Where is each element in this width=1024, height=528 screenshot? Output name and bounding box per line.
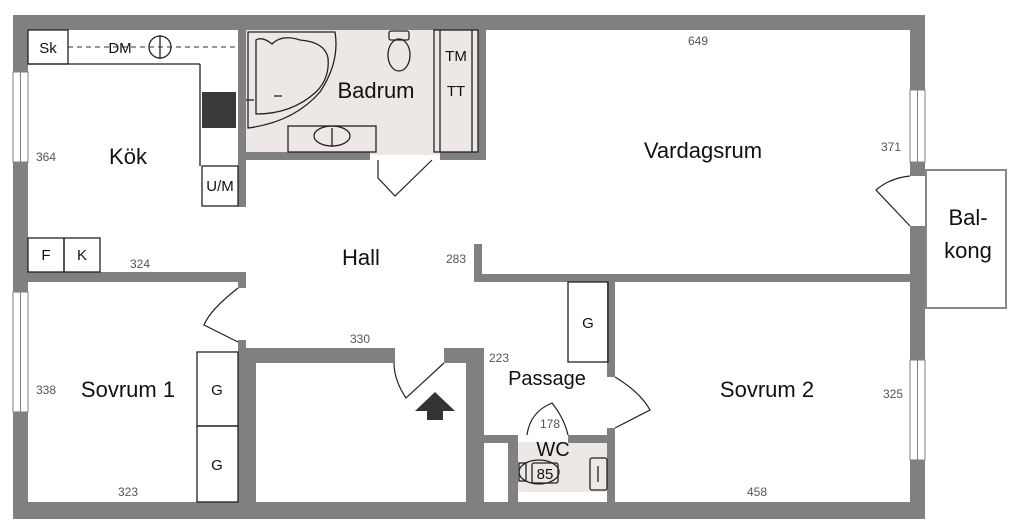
- dim-kok-width: 324: [130, 257, 150, 271]
- fixture-dm: DM: [108, 40, 131, 57]
- wall-sovrum1-right: [238, 340, 246, 502]
- badrum-floor: [245, 30, 480, 155]
- um-appliance: [201, 165, 239, 207]
- dim-hall-depth: 283: [446, 252, 466, 266]
- door-swing-vardagsrum: [875, 175, 911, 227]
- fixture-f: F: [41, 247, 50, 264]
- wc-badge-box: [531, 462, 559, 484]
- wall-vardagsrum-hall-vertical: [474, 244, 482, 282]
- sink-icon: [148, 35, 172, 59]
- wall-vardagsrum-bottom: [474, 274, 910, 282]
- door-swing-sovrum2: [614, 376, 651, 429]
- wall-sovrum2-left-lower: [607, 428, 615, 502]
- door-swing-entrance: [393, 362, 445, 399]
- wc-sink-icon: [589, 457, 608, 491]
- dim-passage-width: 223: [489, 351, 509, 365]
- balkong: [925, 169, 1007, 309]
- wall-wc-top-right: [568, 435, 614, 443]
- dim-vardagsrum-width: 649: [688, 34, 708, 48]
- outer-wall-bottom: [13, 502, 925, 519]
- outer-wall-top: [13, 15, 925, 30]
- room-hall: Hall: [342, 245, 380, 270]
- room-balkong-line1: Bal-: [948, 205, 987, 230]
- room-vardagsrum: Vardagsrum: [644, 138, 762, 163]
- dim-wc-width: 178: [540, 417, 560, 431]
- dim-kok-depth: 364: [36, 150, 56, 164]
- wall-kok-hall-stub: [238, 272, 246, 288]
- wall-badrum-vardagsrum: [478, 30, 486, 160]
- wall-wc-left: [508, 435, 518, 502]
- tm-tt-cabinet: [433, 29, 479, 153]
- room-balkong-line2: kong: [944, 238, 992, 263]
- door-swing-badrum: [377, 159, 433, 197]
- fixture-g-passage: G: [582, 315, 594, 332]
- dim-sovrum1-width: 323: [118, 485, 138, 499]
- wall-hall-bottom-left: [238, 348, 395, 363]
- wc-toilet-icon: [518, 459, 560, 485]
- bathtub-icon: [247, 31, 337, 129]
- fixture-g-sovrum1-bottom: G: [211, 457, 223, 474]
- fixture-tm: TM: [445, 48, 467, 65]
- room-sovrum2: Sovrum 2: [720, 377, 814, 402]
- fixture-wc-badge: 85: [537, 466, 554, 483]
- door-swing-sovrum1: [203, 287, 239, 343]
- dim-hall-width: 330: [350, 332, 370, 346]
- g-sovrum1-wardrobe-bottom: [196, 425, 239, 503]
- fixture-um: U/M: [206, 178, 234, 195]
- fixture-tt: TT: [447, 83, 465, 100]
- wall-badrum-bottom-left: [238, 152, 370, 160]
- fixture-sk: Sk: [39, 40, 57, 57]
- k-freezer: [63, 237, 101, 273]
- wall-sovrum1-entry-block: [246, 363, 256, 502]
- wall-badrum-bottom-right: [440, 152, 486, 160]
- stove-icon: [202, 92, 236, 128]
- dim-vardagsrum-depth: 371: [881, 140, 901, 154]
- room-wc: WC: [536, 439, 569, 461]
- g-passage-wardrobe: [567, 281, 609, 363]
- dim-sovrum2-depth: 325: [883, 387, 903, 401]
- room-sovrum1: Sovrum 1: [81, 377, 175, 402]
- fixture-k: K: [77, 247, 87, 264]
- room-badrum: Badrum: [337, 78, 414, 103]
- wall-kok-bottom: [28, 272, 246, 282]
- wall-kok-badrum: [238, 30, 246, 207]
- room-kok: Kök: [109, 144, 148, 169]
- wall-sovrum2-left-upper: [607, 282, 615, 377]
- fixture-g-sovrum1-top: G: [211, 382, 223, 399]
- dim-sovrum2-width: 458: [747, 485, 767, 499]
- wall-wc-top-left: [482, 435, 512, 443]
- room-passage: Passage: [508, 368, 586, 390]
- toilet-icon: [387, 30, 411, 72]
- balcony-door-opening: [910, 176, 925, 226]
- bathtub-basin: [255, 37, 329, 115]
- dim-sovrum1-depth: 338: [36, 383, 56, 397]
- entrance-arrow-icon: [415, 392, 455, 420]
- bath-sink-icon: [287, 125, 377, 153]
- wall-stair-block: [466, 348, 484, 502]
- door-swing-wc: [526, 402, 569, 436]
